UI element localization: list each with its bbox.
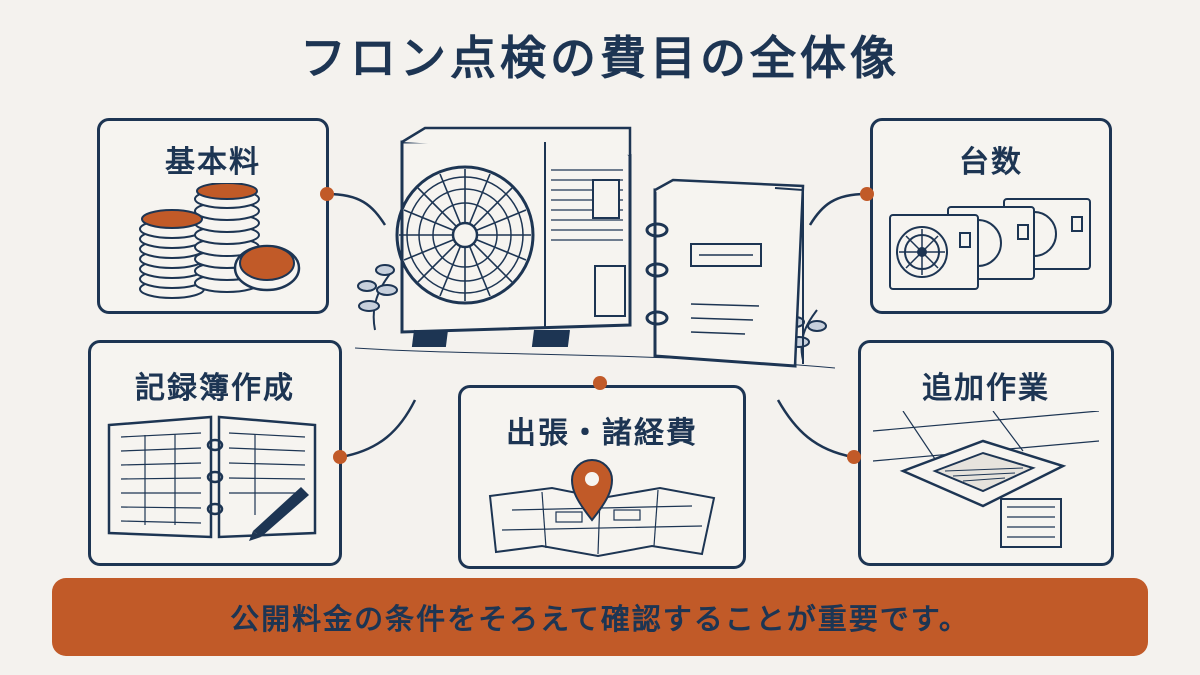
additional-work-label: 追加作業 <box>922 371 1050 406</box>
coins-icon <box>139 183 301 299</box>
base-fee-box: 基本料 <box>97 118 329 314</box>
additional-work-connector-dot <box>847 450 861 464</box>
page-title: フロン点検の費目の全体像 <box>300 31 900 85</box>
logbook-icon <box>107 415 317 541</box>
aircon-and-logbook-illustration <box>355 126 835 369</box>
additional-work-box: 追加作業 <box>858 340 1114 566</box>
map-pin-icon <box>488 459 716 558</box>
unit-count-box: 台数 <box>870 118 1112 314</box>
ceiling-cassette-icon <box>873 411 1099 548</box>
unit-count-label: 台数 <box>959 145 1023 180</box>
travel-expenses-box: 出張・諸経費 <box>458 385 746 569</box>
unit-count-connector-dot <box>860 187 874 201</box>
logbook-label: 記録簿作成 <box>135 371 295 406</box>
logbook-box: 記録簿作成 <box>88 340 342 566</box>
footer-banner: 公開料金の条件をそろえて確認することが重要です。 <box>52 578 1148 656</box>
outdoor-units-icon <box>889 198 1091 290</box>
travel-expenses-label: 出張・諸経費 <box>506 416 698 451</box>
logbook-connector-dot <box>333 450 347 464</box>
travel-expenses-connector-dot <box>593 376 607 390</box>
base-fee-connector-dot <box>320 187 334 201</box>
footer-message: 公開料金の条件をそろえて確認することが重要です。 <box>230 602 970 636</box>
base-fee-label: 基本料 <box>165 145 261 180</box>
